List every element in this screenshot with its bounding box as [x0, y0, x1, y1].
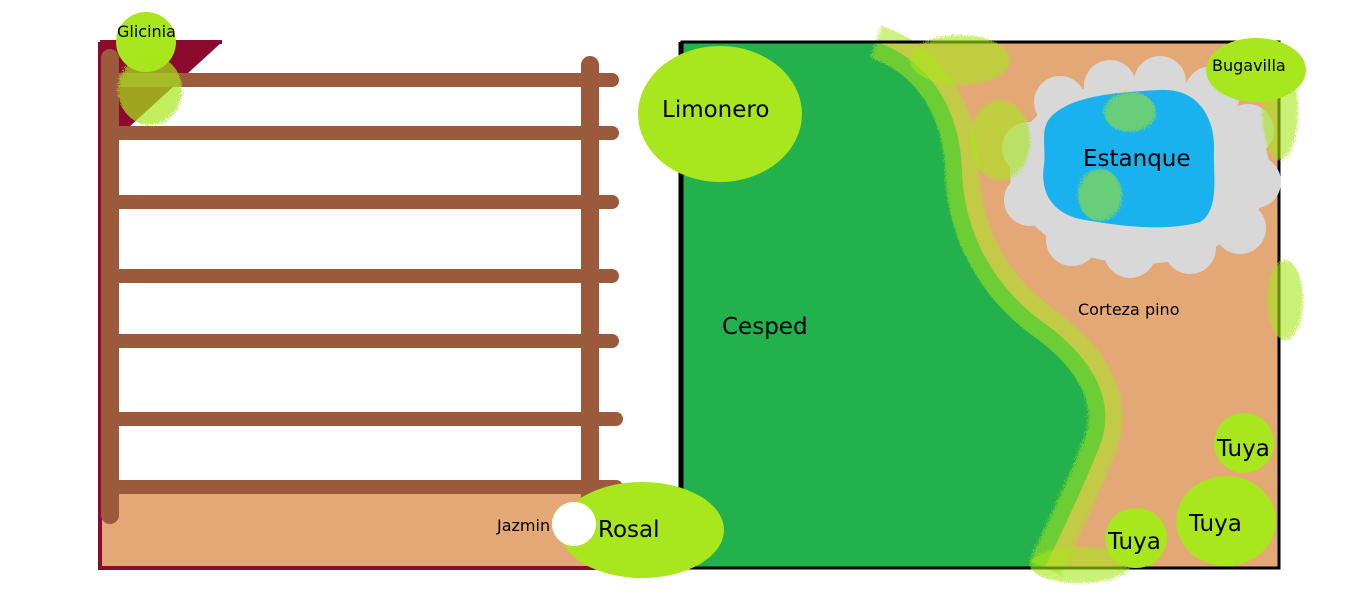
tuya-plant-bottom-right	[1176, 476, 1276, 566]
labels: Glicinia Limonero Bugavilla Estanque Ces…	[117, 22, 1286, 555]
label-tuya-bottom-left: Tuya	[1107, 529, 1161, 555]
pond-algae	[1078, 169, 1122, 221]
label-jazmin: Jazmin	[496, 516, 550, 535]
label-tuya-top: Tuya	[1216, 436, 1270, 462]
limonero-tree	[638, 46, 802, 182]
label-cesped: Cesped	[722, 314, 808, 340]
label-glicinia: Glicinia	[117, 22, 176, 41]
tuya-plant-top	[1214, 413, 1274, 473]
plants	[116, 12, 1306, 578]
label-limonero: Limonero	[662, 97, 769, 123]
label-bugavilla: Bugavilla	[1212, 56, 1286, 75]
jazmin-plant	[552, 502, 596, 546]
glicinia-spread	[118, 55, 182, 125]
bugavilla-plant	[1206, 38, 1306, 102]
lawn-edge-speckle	[870, 25, 1123, 576]
rosal-plant	[560, 482, 724, 578]
label-tuya-bottom-right: Tuya	[1188, 511, 1242, 537]
pergola	[101, 49, 623, 524]
glicinia-plant	[116, 12, 176, 72]
lawn	[682, 42, 1106, 568]
tuya-plant-bottom-left	[1105, 508, 1167, 568]
label-estanque: Estanque	[1083, 146, 1191, 172]
pond-algae	[1104, 92, 1156, 132]
label-corteza-pino: Corteza pino	[1078, 300, 1179, 319]
label-rosal: Rosal	[598, 517, 660, 543]
